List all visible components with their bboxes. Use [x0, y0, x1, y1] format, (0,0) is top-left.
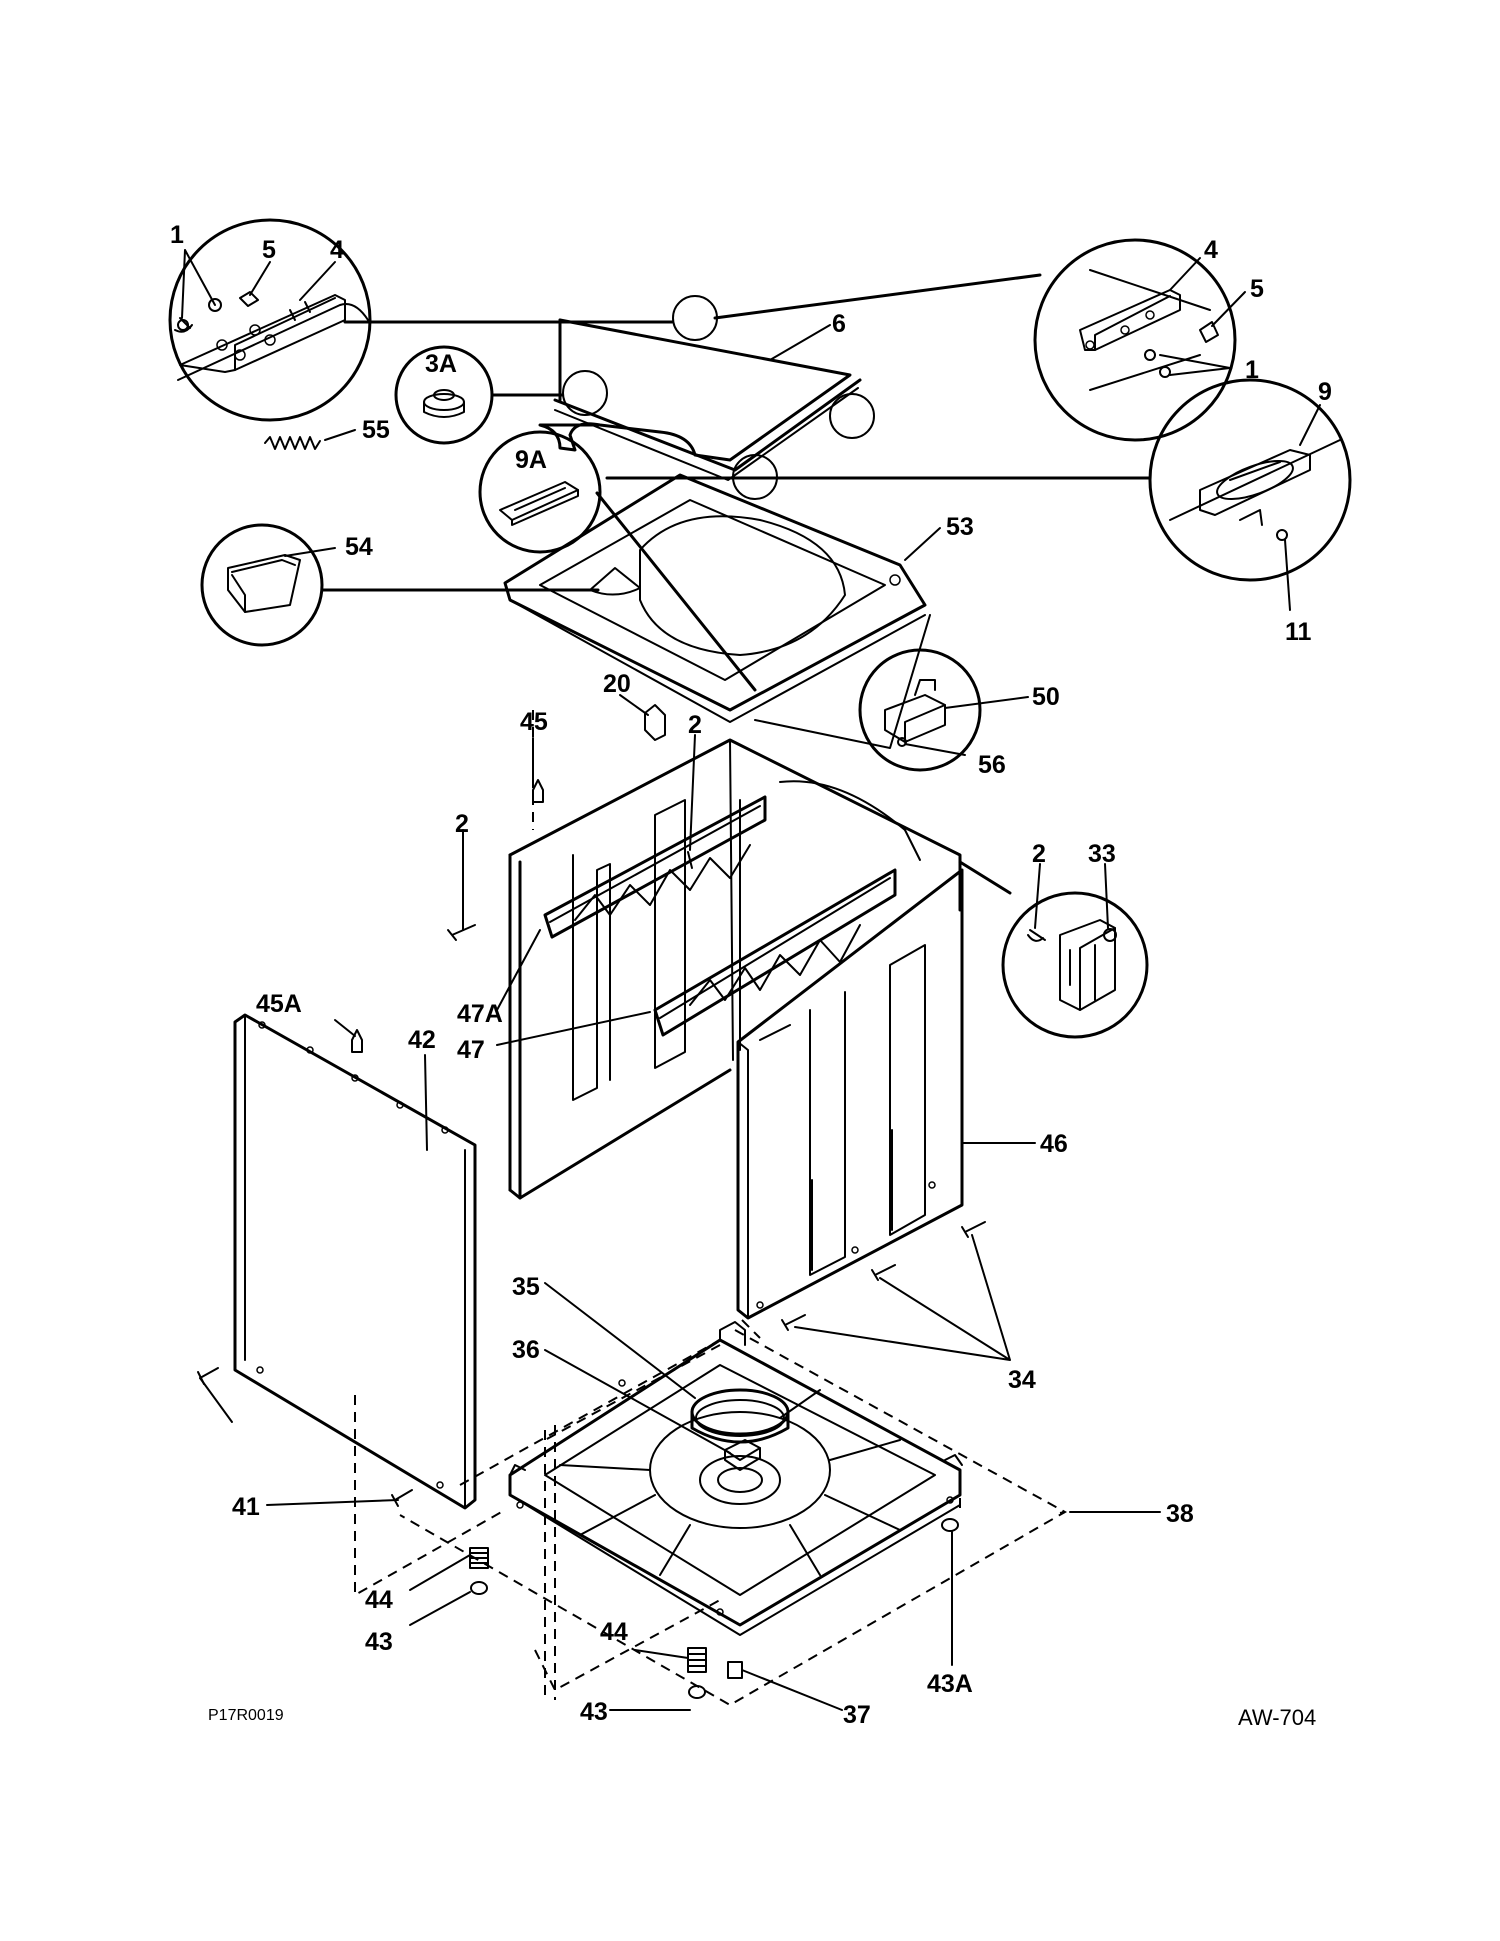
foot-pad-left: [470, 1581, 488, 1595]
lid-detail-circle-right: [829, 393, 875, 439]
screw-34-a: [961, 1221, 986, 1238]
cabinet-right-panel: [736, 868, 964, 1320]
drawing-code: AW-704: [1238, 1705, 1316, 1730]
callout-46: 46: [1040, 1130, 1068, 1158]
callout-55: 55: [362, 416, 390, 444]
screw-2-left: [447, 924, 476, 941]
bracket-detail: [1001, 891, 1149, 1039]
callout-9A: 9A: [515, 446, 547, 474]
callout-2-left: 2: [455, 810, 469, 838]
callout-44-bottom: 44: [600, 1618, 628, 1646]
callout-labels: 1 5 4 3A 6 55 4 5 1 9 11 9A 54 53 20 2 4…: [170, 221, 1332, 1729]
screw-2-top: [687, 851, 693, 869]
callout-2-top: 2: [688, 711, 702, 739]
callout-11: 11: [1285, 618, 1312, 646]
plug-45: [532, 779, 544, 803]
leader-actuator: [595, 491, 757, 692]
callout-53: 53: [946, 513, 974, 541]
callout-42: 42: [408, 1026, 436, 1054]
dispenser-detail: [200, 523, 324, 647]
top-panel: [503, 473, 931, 749]
alignment-dash-lines: [354, 710, 1068, 1707]
callout-43-bottom: 43: [580, 1698, 608, 1726]
cabinet-base: [508, 1321, 963, 1636]
screw-34-b: [871, 1264, 896, 1281]
callout-44-left: 44: [365, 1586, 393, 1614]
plug-45A: [351, 1029, 363, 1053]
callout-36: 36: [512, 1336, 540, 1364]
callout-4-right: 4: [1204, 236, 1218, 264]
callout-4-left: 4: [330, 236, 344, 264]
switch-detail: [858, 648, 982, 772]
callout-5-left: 5: [262, 236, 276, 264]
lid-switch-detail: [1148, 378, 1352, 582]
callout-38: 38: [1166, 1500, 1194, 1528]
callout-20: 20: [603, 670, 631, 698]
spring: [264, 436, 321, 450]
screw-41-b: [391, 1489, 413, 1507]
callout-43-left: 43: [365, 1628, 393, 1656]
label-leaders: [181, 249, 1321, 1711]
callout-33: 33: [1088, 840, 1116, 868]
source-code: P17R0019: [208, 1707, 284, 1724]
callout-45: 45: [520, 708, 548, 736]
cabinet-back-panel: [508, 738, 962, 1200]
hinge-detail-left: [168, 218, 372, 422]
foot-pad-43A: [941, 1518, 959, 1532]
callout-47A: 47A: [457, 1000, 503, 1028]
callout-5-right: 5: [1250, 275, 1264, 303]
lid-detail-circle-top: [672, 295, 718, 341]
leader-bracket: [958, 860, 1012, 895]
callout-1-right: 1: [1245, 356, 1259, 384]
foot-pad-bottom: [688, 1685, 706, 1699]
callout-3A: 3A: [425, 350, 457, 378]
lid-detail-circle-left: [562, 370, 608, 416]
actuator-detail: [478, 430, 602, 554]
cabinet-left-panel: [233, 1013, 477, 1510]
callout-47: 47: [457, 1036, 485, 1064]
callout-9: 9: [1318, 378, 1332, 406]
callout-50: 50: [1032, 683, 1060, 711]
callout-45A: 45A: [256, 990, 302, 1018]
leveling-leg-left: [469, 1547, 489, 1569]
callout-1-left: 1: [170, 221, 184, 249]
callout-34: 34: [1008, 1366, 1036, 1394]
callout-35: 35: [512, 1273, 540, 1301]
callout-43A: 43A: [927, 1670, 973, 1698]
foot-37: [727, 1661, 743, 1679]
screw-34-c: [781, 1314, 806, 1331]
callout-54: 54: [345, 533, 373, 561]
callout-56: 56: [978, 751, 1006, 779]
hinge-detail-right: [1033, 238, 1237, 442]
callout-37: 37: [843, 1701, 871, 1729]
leveling-leg-bottom: [687, 1647, 707, 1673]
callout-2-right: 2: [1032, 840, 1046, 868]
clip: [644, 704, 666, 741]
callout-6: 6: [832, 310, 846, 338]
leader-hinge-right: [713, 273, 1042, 320]
callout-41: 41: [232, 1493, 260, 1521]
screw-41-a: [197, 1367, 219, 1385]
